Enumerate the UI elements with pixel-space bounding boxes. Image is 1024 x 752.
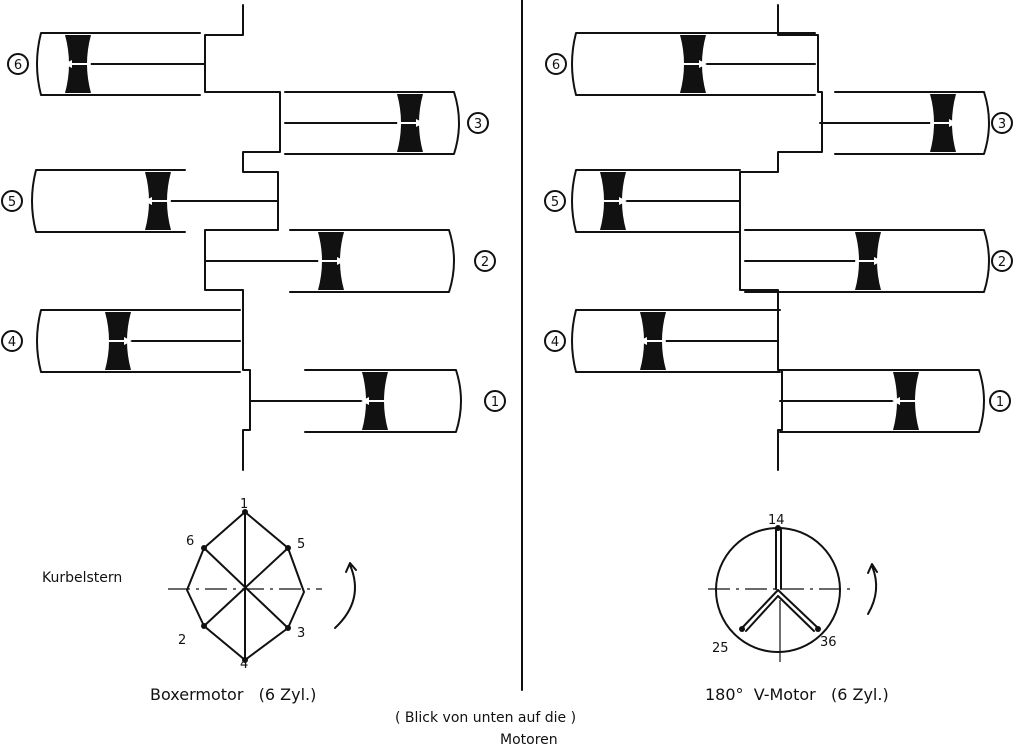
- star-label-4: 4: [240, 657, 248, 672]
- arrow-right-icon: [318, 257, 345, 265]
- arrow-left-icon: [892, 397, 919, 405]
- cylinder-3: 3: [284, 91, 489, 155]
- cylinder-number-badge: [484, 390, 506, 412]
- cylinder-1: 1: [249, 369, 506, 433]
- star-label-36: 36: [820, 635, 837, 650]
- cylinder-2: 2: [744, 229, 1013, 293]
- cylinder-number-badge: [544, 190, 566, 212]
- cylinder-5: 5: [1, 169, 279, 233]
- star-label-1: 1: [240, 497, 248, 512]
- arrow-right-icon: [397, 119, 424, 127]
- cylinder-2: 2: [204, 229, 496, 293]
- crank-star-v-motor: 14 25 36: [708, 513, 878, 662]
- cylinder-number: 2: [998, 255, 1006, 270]
- cylinder-5: 5: [544, 169, 741, 233]
- cylinder-number-badge: [991, 250, 1013, 272]
- arrow-left-icon: [64, 60, 91, 68]
- crankshafts: [204, 4, 823, 471]
- cylinder-4: 4: [1, 309, 241, 373]
- arrow-left-icon: [361, 397, 388, 405]
- star-label-25: 25: [712, 641, 729, 656]
- star-label-14: 14: [768, 513, 785, 528]
- cylinder-number-badge: [1, 330, 23, 352]
- arrow-right-icon: [680, 60, 707, 68]
- star-label-3: 3: [297, 626, 305, 641]
- cylinder-number: 6: [552, 58, 560, 73]
- arrow-right-icon: [105, 337, 132, 345]
- cylinder-6: 6: [545, 32, 816, 96]
- cylinder-6: 6: [7, 32, 206, 96]
- cylinder-number-badge: [544, 330, 566, 352]
- cylinder-number-badge: [474, 250, 496, 272]
- star-label-2: 2: [178, 633, 186, 648]
- cylinder-number-badge: [545, 53, 567, 75]
- cylinder-4: 4: [544, 309, 781, 373]
- cylinder-number: 3: [998, 117, 1006, 132]
- cylinder-number: 5: [8, 195, 16, 210]
- cylinder-number-badge: [7, 53, 29, 75]
- cylinder-number: 4: [551, 335, 559, 350]
- cylinder-number: 4: [8, 335, 16, 350]
- note-line-2: Motoren: [500, 732, 558, 748]
- cylinder-1: 1: [779, 369, 1011, 433]
- crankshaft-v-motor: [739, 4, 823, 471]
- star-label-6: 6: [186, 534, 194, 549]
- cylinder-number-badge: [989, 390, 1011, 412]
- cylinder-number: 6: [14, 58, 22, 73]
- cylinder-number: 1: [491, 395, 499, 410]
- cylinder-number-badge: [1, 190, 23, 212]
- note-line-1: ( Blick von unten auf die ): [395, 710, 576, 726]
- cylinder-number-badge: [991, 112, 1013, 134]
- v-motor-title: 180° V-Motor (6 Zyl.): [705, 685, 889, 704]
- crank-star-boxer: 1 5 3 4 2 6: [168, 497, 357, 672]
- arrow-right-icon: [855, 257, 882, 265]
- cylinder-number: 1: [996, 395, 1004, 410]
- cylinders: 6 3 5 2 4 1 6 3 5 2 4 1: [1, 32, 1013, 433]
- cylinder-number: 5: [551, 195, 559, 210]
- rotation-arrow-icon: [867, 563, 878, 615]
- arrow-left-icon: [144, 197, 171, 205]
- rotation-arrow-icon: [334, 562, 357, 629]
- arrow-right-icon: [600, 197, 627, 205]
- crank-star-label: Kurbelstern: [42, 570, 122, 586]
- star-label-5: 5: [297, 537, 305, 552]
- arrow-left-icon: [639, 337, 666, 345]
- cylinder-number: 2: [481, 255, 489, 270]
- arrow-right-icon: [930, 119, 957, 127]
- boxer-title: Boxermotor (6 Zyl.): [150, 685, 316, 704]
- cylinder-3: 3: [819, 91, 1013, 155]
- cylinder-number: 3: [474, 117, 482, 132]
- crankshaft-boxer: [204, 4, 281, 471]
- cylinder-number-badge: [467, 112, 489, 134]
